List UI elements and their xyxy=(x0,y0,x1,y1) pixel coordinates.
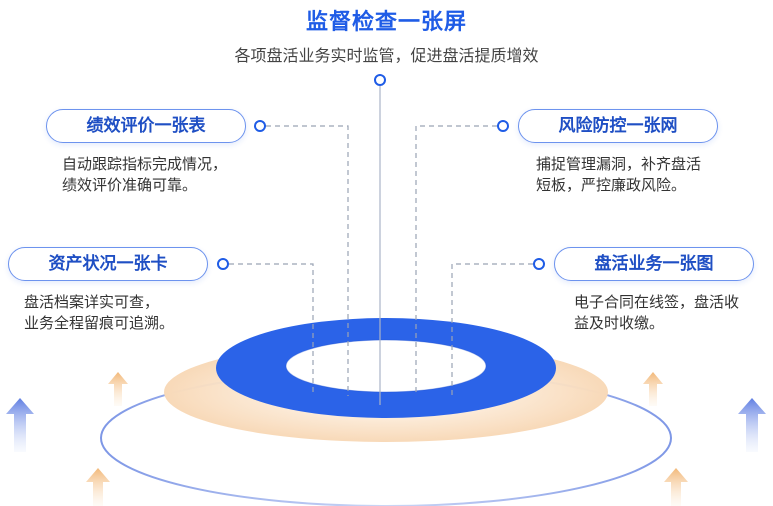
revitalization-map-desc-line1: 电子合同在线签，盘活收 xyxy=(574,293,740,311)
asset-status-pill[interactable]: 资产状况一张卡 xyxy=(8,247,208,281)
arrow-up-icon-right-orange-mid xyxy=(643,372,663,406)
arrow-up-icon-left-orange-mid xyxy=(108,372,128,406)
asset-status-desc-line2: 业务全程留痕可追溯。 xyxy=(24,314,175,332)
performance-evaluation-pill[interactable]: 绩效评价一张表 xyxy=(46,109,246,143)
left-bottom-node xyxy=(217,258,229,270)
page-subtitle: 各项盘活业务实时监管，促进盘活提质增效 xyxy=(234,46,539,65)
risk-control-desc: 捕捉管理漏洞，补齐盘活 短板，严控廉政风险。 xyxy=(536,154,756,196)
arrow-up-icon-right-blue xyxy=(738,398,766,452)
risk-control-desc-line2: 短板，严控廉政风险。 xyxy=(536,176,687,194)
asset-status-desc: 盘活档案详实可查， 业务全程留痕可追溯。 xyxy=(24,292,224,334)
arrow-up-icon-right-orange-low xyxy=(664,468,688,506)
performance-evaluation-desc: 自动跟踪指标完成情况， 绩效评价准确可靠。 xyxy=(62,154,272,196)
page-title: 监督检查一张屏 xyxy=(305,10,467,35)
left-top-node xyxy=(254,120,266,132)
blue-ring-hole xyxy=(286,340,486,392)
risk-control-pill[interactable]: 风险防控一张网 xyxy=(518,109,718,143)
revitalization-map-pill[interactable]: 盘活业务一张图 xyxy=(554,247,754,281)
right-top-node xyxy=(497,120,509,132)
performance-evaluation-desc-line1: 自动跟踪指标完成情况， xyxy=(62,155,228,173)
revitalization-map-desc-line2: 益及时收缴。 xyxy=(574,314,665,332)
center-node xyxy=(374,74,386,86)
arrow-up-icon-left-blue xyxy=(6,398,34,452)
right-bottom-node xyxy=(533,258,545,270)
revitalization-map-desc: 电子合同在线签，盘活收 益及时收缴。 xyxy=(574,292,769,334)
performance-evaluation-desc-line2: 绩效评价准确可靠。 xyxy=(62,176,198,194)
asset-status-desc-line1: 盘活档案详实可查， xyxy=(24,293,160,311)
arrow-up-icon-left-orange-low xyxy=(86,468,110,506)
risk-control-desc-line1: 捕捉管理漏洞，补齐盘活 xyxy=(536,155,702,173)
